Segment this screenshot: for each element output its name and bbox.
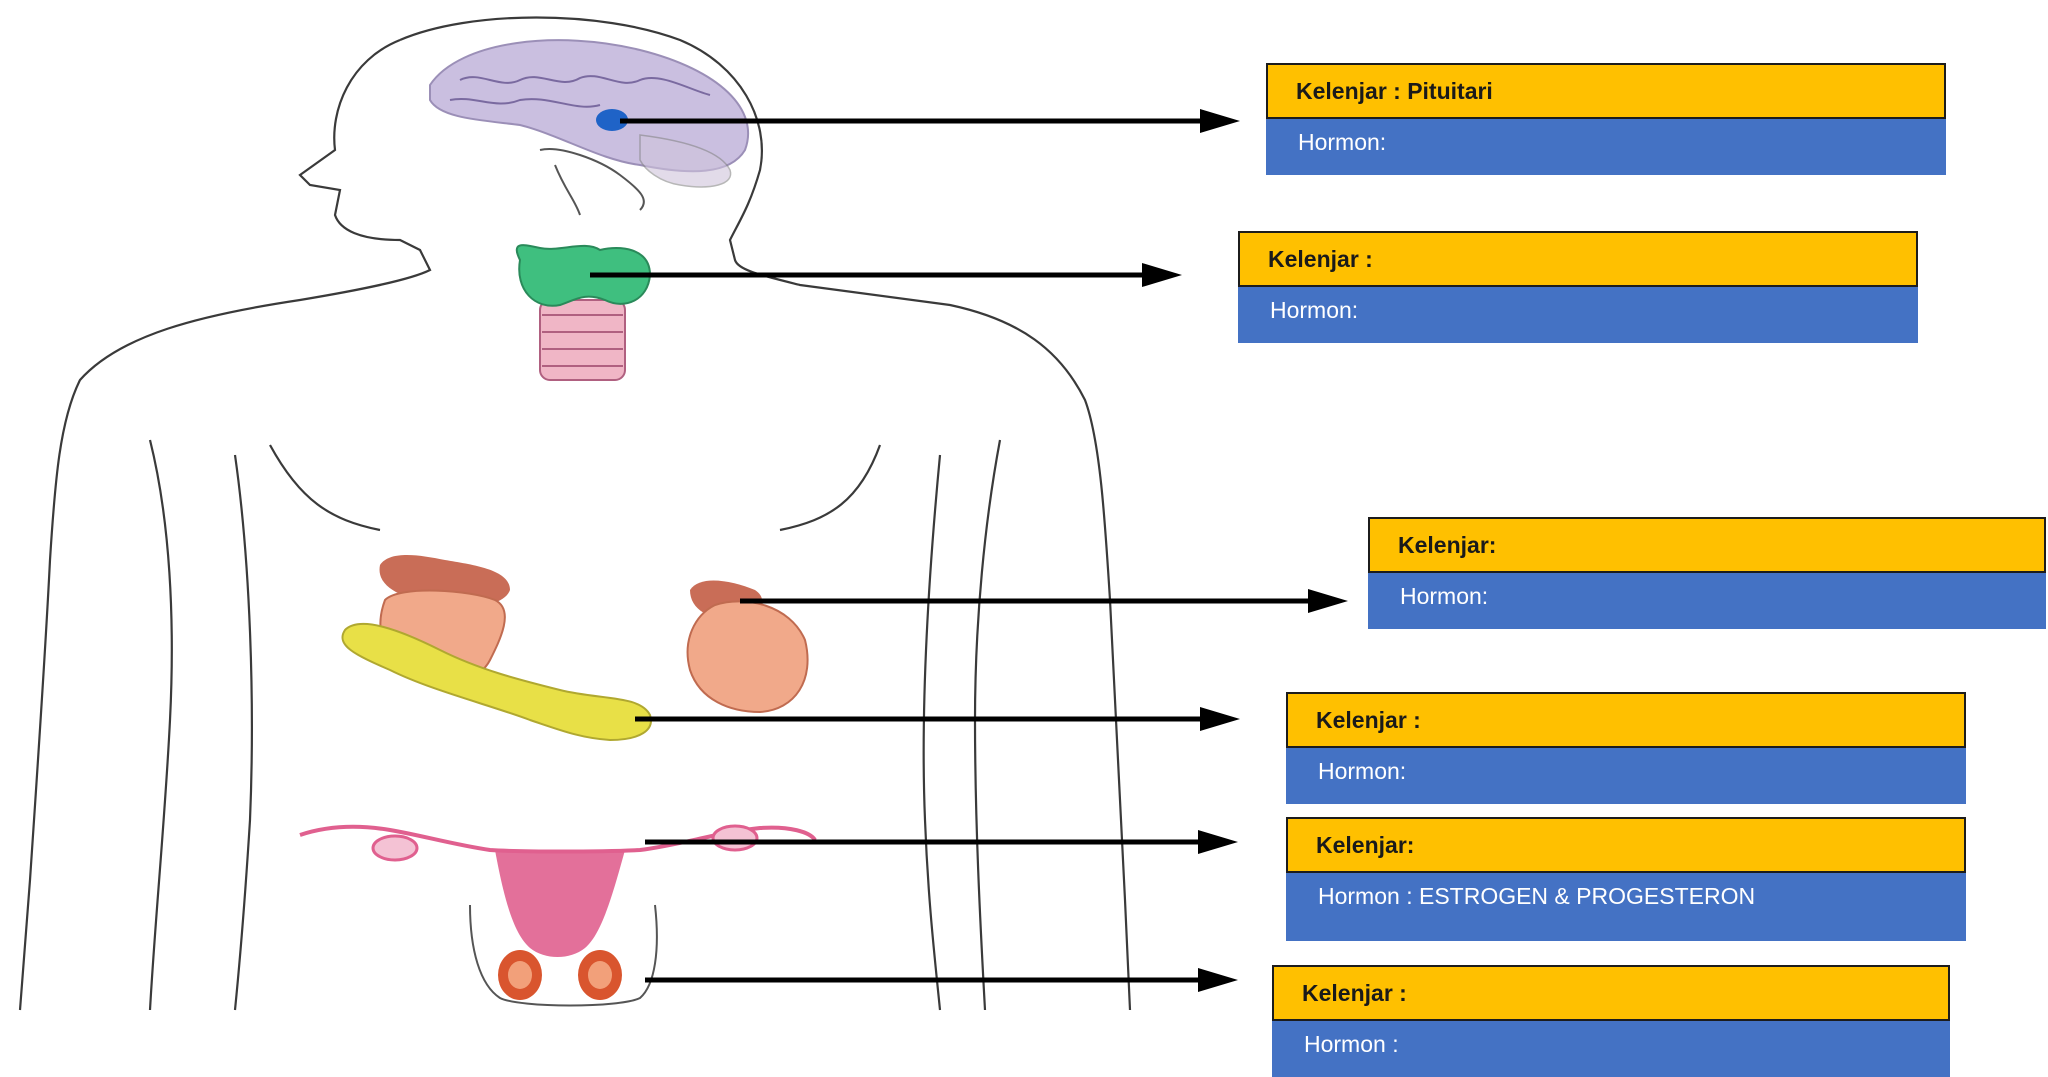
gland-label: Kelenjar : — [1272, 965, 1950, 1021]
right-kidney-icon — [688, 601, 808, 712]
gland-label: Kelenjar : — [1286, 692, 1966, 748]
label-box-pituitary: Kelenjar : Pituitari Hormon: — [1266, 63, 1946, 175]
hormone-label: Hormon: — [1238, 287, 1918, 343]
arrow-ovary — [645, 826, 1238, 858]
label-box-ovary: Kelenjar: Hormon : ESTROGEN & PROGESTERO… — [1286, 817, 1966, 941]
arrow-testis — [645, 964, 1238, 996]
gland-label: Kelenjar: — [1286, 817, 1966, 873]
label-box-testis: Kelenjar : Hormon : — [1272, 965, 1950, 1077]
hormone-label: Hormon: — [1368, 573, 2046, 629]
hormone-label: Hormon : ESTROGEN & PROGESTERON — [1286, 873, 1966, 941]
label-box-thyroid: Kelenjar : Hormon: — [1238, 231, 1918, 343]
hormone-label: Hormon: — [1266, 119, 1946, 175]
arrow-thyroid — [590, 259, 1182, 291]
trachea-icon — [540, 300, 625, 380]
arrow-pancreas — [635, 703, 1240, 735]
gland-label: Kelenjar : — [1238, 231, 1918, 287]
label-box-pancreas: Kelenjar : Hormon: — [1286, 692, 1966, 804]
hormone-label: Hormon : — [1272, 1021, 1950, 1077]
label-box-adrenal: Kelenjar: Hormon: — [1368, 517, 2046, 629]
hormone-label: Hormon: — [1286, 748, 1966, 804]
arrow-adrenal — [740, 585, 1348, 617]
arrow-pituitary — [620, 105, 1240, 137]
gland-label: Kelenjar: — [1368, 517, 2046, 573]
gland-label: Kelenjar : Pituitari — [1266, 63, 1946, 119]
